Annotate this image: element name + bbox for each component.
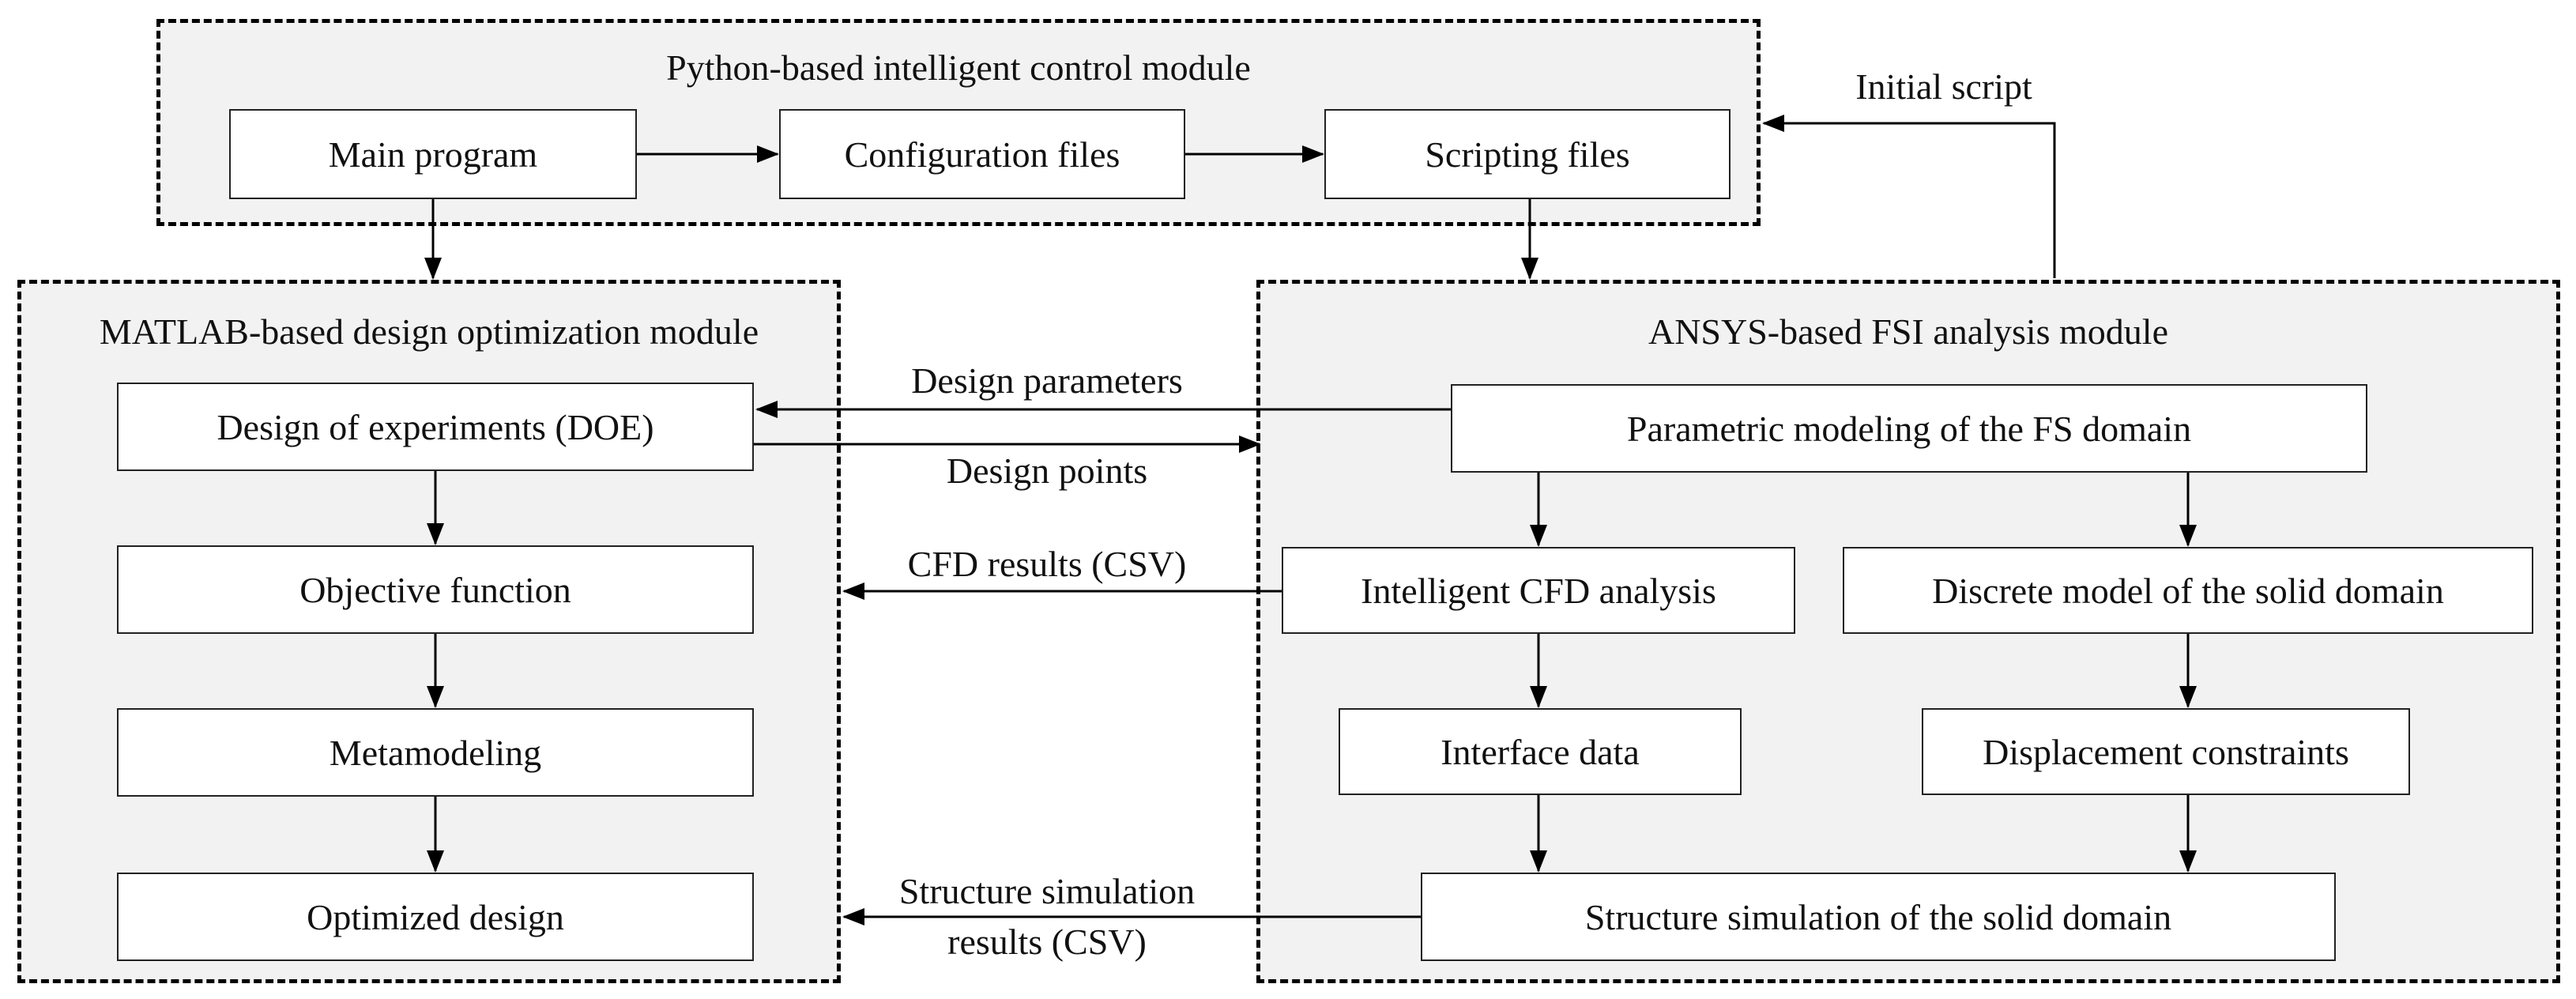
- configuration-files-box: Configuration files: [779, 109, 1185, 199]
- structure-simulation-box: Structure simulation of the solid domain: [1421, 873, 2336, 961]
- structure-results-label-line1: Structure simulation: [898, 871, 1196, 911]
- initial-script-label: Initial script: [1855, 66, 2032, 107]
- cfd-results-label: CFD results (CSV): [907, 544, 1187, 584]
- python-module-title: Python-based intelligent control module: [666, 47, 1251, 88]
- matlab-module-title: MATLAB-based design optimization module: [99, 311, 759, 352]
- arrow-initial-script: [1762, 115, 2056, 278]
- structure-results-label-line2: results (CSV): [947, 922, 1147, 962]
- metamodeling-box: Metamodeling: [117, 708, 754, 797]
- scripting-files-box: Scripting files: [1324, 109, 1731, 199]
- parametric-modeling-box: Parametric modeling of the FS domain: [1451, 384, 2367, 473]
- main-program-box: Main program: [229, 109, 637, 199]
- displacement-constraints-box: Displacement constraints: [1922, 708, 2410, 795]
- design-parameters-label: Design parameters: [911, 360, 1183, 401]
- optimized-design-box: Optimized design: [117, 873, 754, 961]
- discrete-model-box: Discrete model of the solid domain: [1843, 547, 2533, 634]
- interface-data-box: Interface data: [1339, 708, 1742, 795]
- design-points-label: Design points: [946, 450, 1148, 491]
- objective-function-box: Objective function: [117, 545, 754, 634]
- ansys-module-title: ANSYS-based FSI analysis module: [1648, 311, 2169, 352]
- cfd-analysis-box: Intelligent CFD analysis: [1282, 547, 1795, 634]
- doe-box: Design of experiments (DOE): [117, 383, 754, 471]
